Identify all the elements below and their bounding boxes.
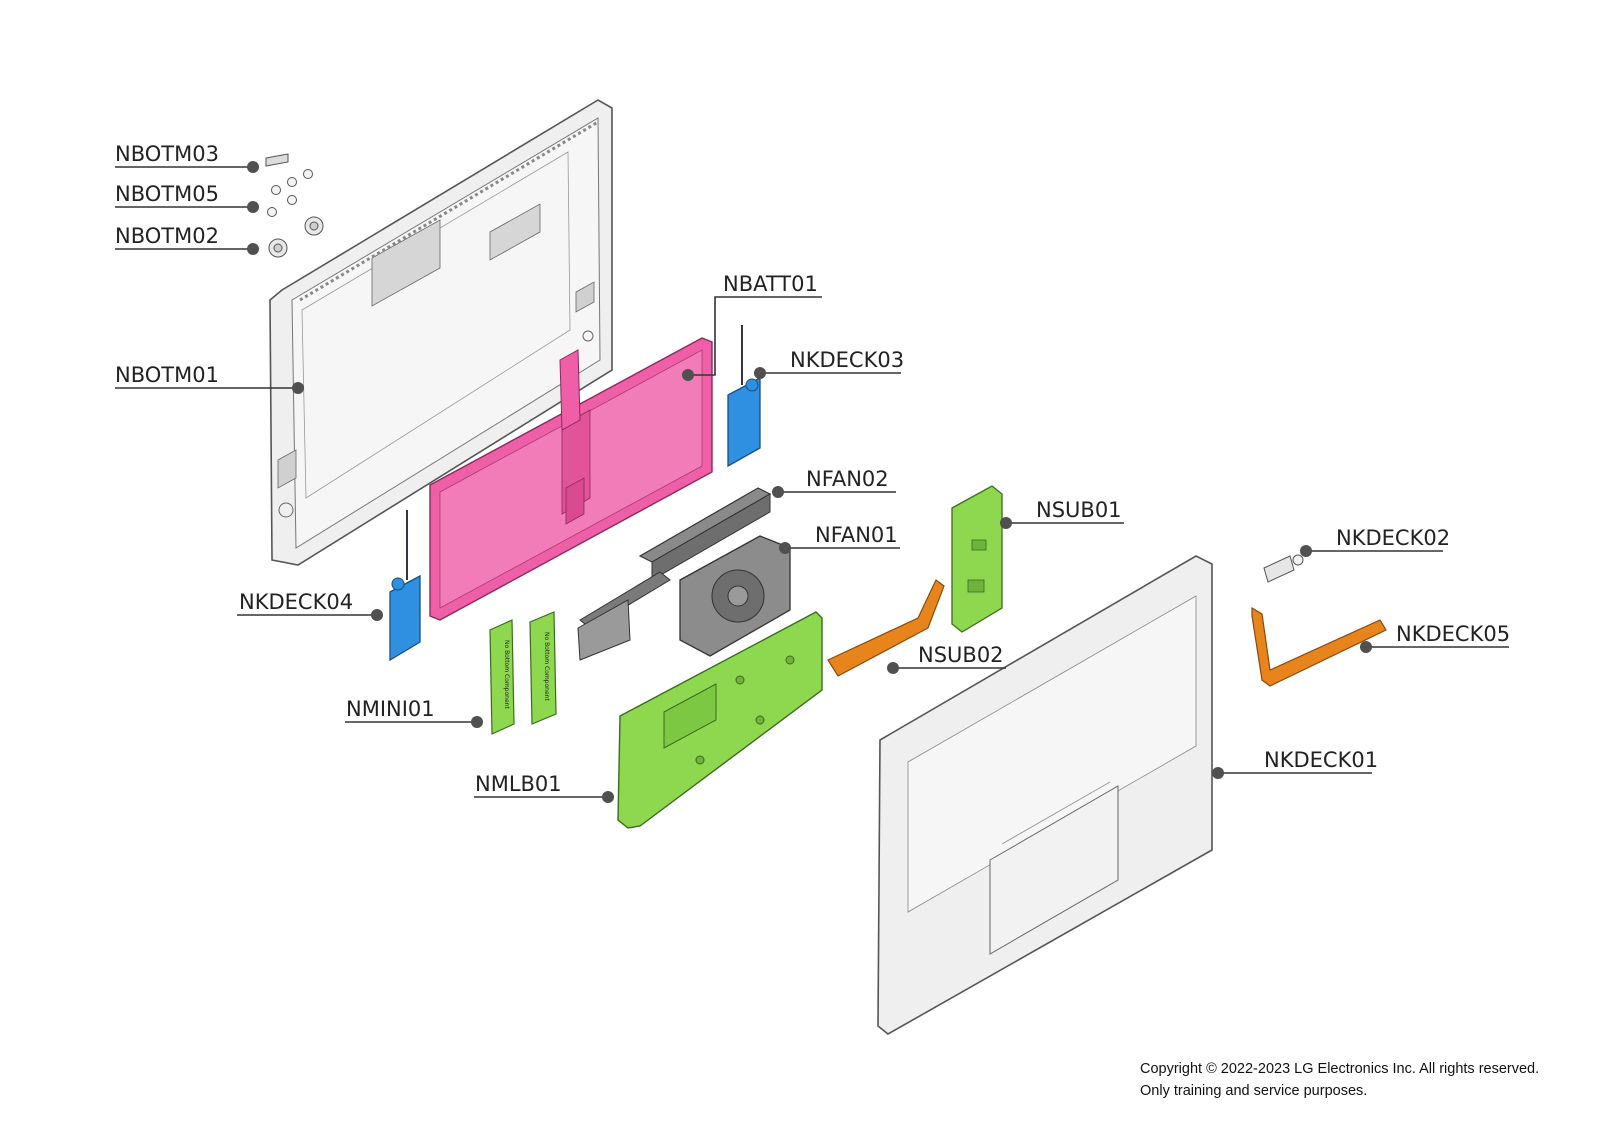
dot-nsub02 [887,662,899,674]
label-nmlb01: NMLB01 [475,772,562,796]
label-nsub02: NSUB02 [918,643,1004,667]
part-labels: NBOTM03 NBOTM05 NBOTM02 NBOTM01 NBATT01 … [115,142,1510,796]
label-nfan01: NFAN01 [815,523,898,547]
dot-nfan02 [772,486,784,498]
dot-nkdeck05 [1360,641,1372,653]
copyright-notice: Copyright © 2022-2023 LG Electronics Inc… [1140,1058,1539,1102]
label-nsub01: NSUB01 [1036,498,1122,522]
label-nkdeck05: NKDECK05 [1396,622,1510,646]
label-nkdeck01: NKDECK01 [1264,748,1378,772]
fan-drawing [679,535,791,657]
dot-nkdeck03 [754,367,766,379]
leader-nbatt01 [688,296,822,376]
small-bracket-drawing [1263,554,1304,583]
label-nfan02: NFAN02 [806,467,889,491]
dot-nmini01 [471,716,483,728]
label-nbotm03: NBOTM03 [115,142,219,166]
dot-nsub01 [1000,517,1012,529]
label-nbatt01: NBATT01 [723,272,818,296]
leader-lines [115,166,1509,798]
sub-cable-drawing [827,579,945,677]
heatsink-drawing [577,487,772,661]
main-board-drawing [617,611,823,829]
leader-dots [247,161,1372,803]
label-nbotm01: NBOTM01 [115,363,219,387]
sub-board-drawing [951,485,1003,633]
memory-module-1-text: No Bottom Component [503,640,510,709]
dot-nmlb01 [602,791,614,803]
label-nkdeck02: NKDECK02 [1336,526,1450,550]
label-nbotm05: NBOTM05 [115,182,219,206]
speaker-left-drawing [389,510,421,662]
dot-nkdeck02 [1300,545,1312,557]
copyright-line-2: Only training and service purposes. [1140,1083,1368,1099]
dot-nfan01 [779,542,791,554]
dot-nkdeck04 [371,609,383,621]
copyright-line-1: Copyright © 2022-2023 LG Electronics Inc… [1140,1061,1540,1077]
memory-module-2-drawing [529,611,557,725]
dot-nbotm05 [247,201,259,213]
keyboard-deck-drawing [877,555,1213,1035]
keyboard-cable-drawing [1251,606,1387,687]
label-nmini01: NMINI01 [346,697,435,721]
label-nkdeck03: NKDECK03 [790,348,904,372]
speaker-right-drawing [727,325,761,468]
memory-module-1-drawing [489,619,515,735]
battery-drawing [429,337,713,621]
memory-module-2-text: No Bottom Component [543,632,550,701]
label-nkdeck04: NKDECK04 [239,590,353,614]
small-parts-drawing [265,153,324,258]
bottom-housing-drawing [269,99,613,566]
dot-nbotm01 [292,382,304,394]
label-nbotm02: NBOTM02 [115,224,219,248]
dot-nbotm03 [247,161,259,173]
dot-nbotm02 [247,243,259,255]
dot-nkdeck01 [1212,767,1224,779]
dot-nbatt01 [682,369,694,381]
